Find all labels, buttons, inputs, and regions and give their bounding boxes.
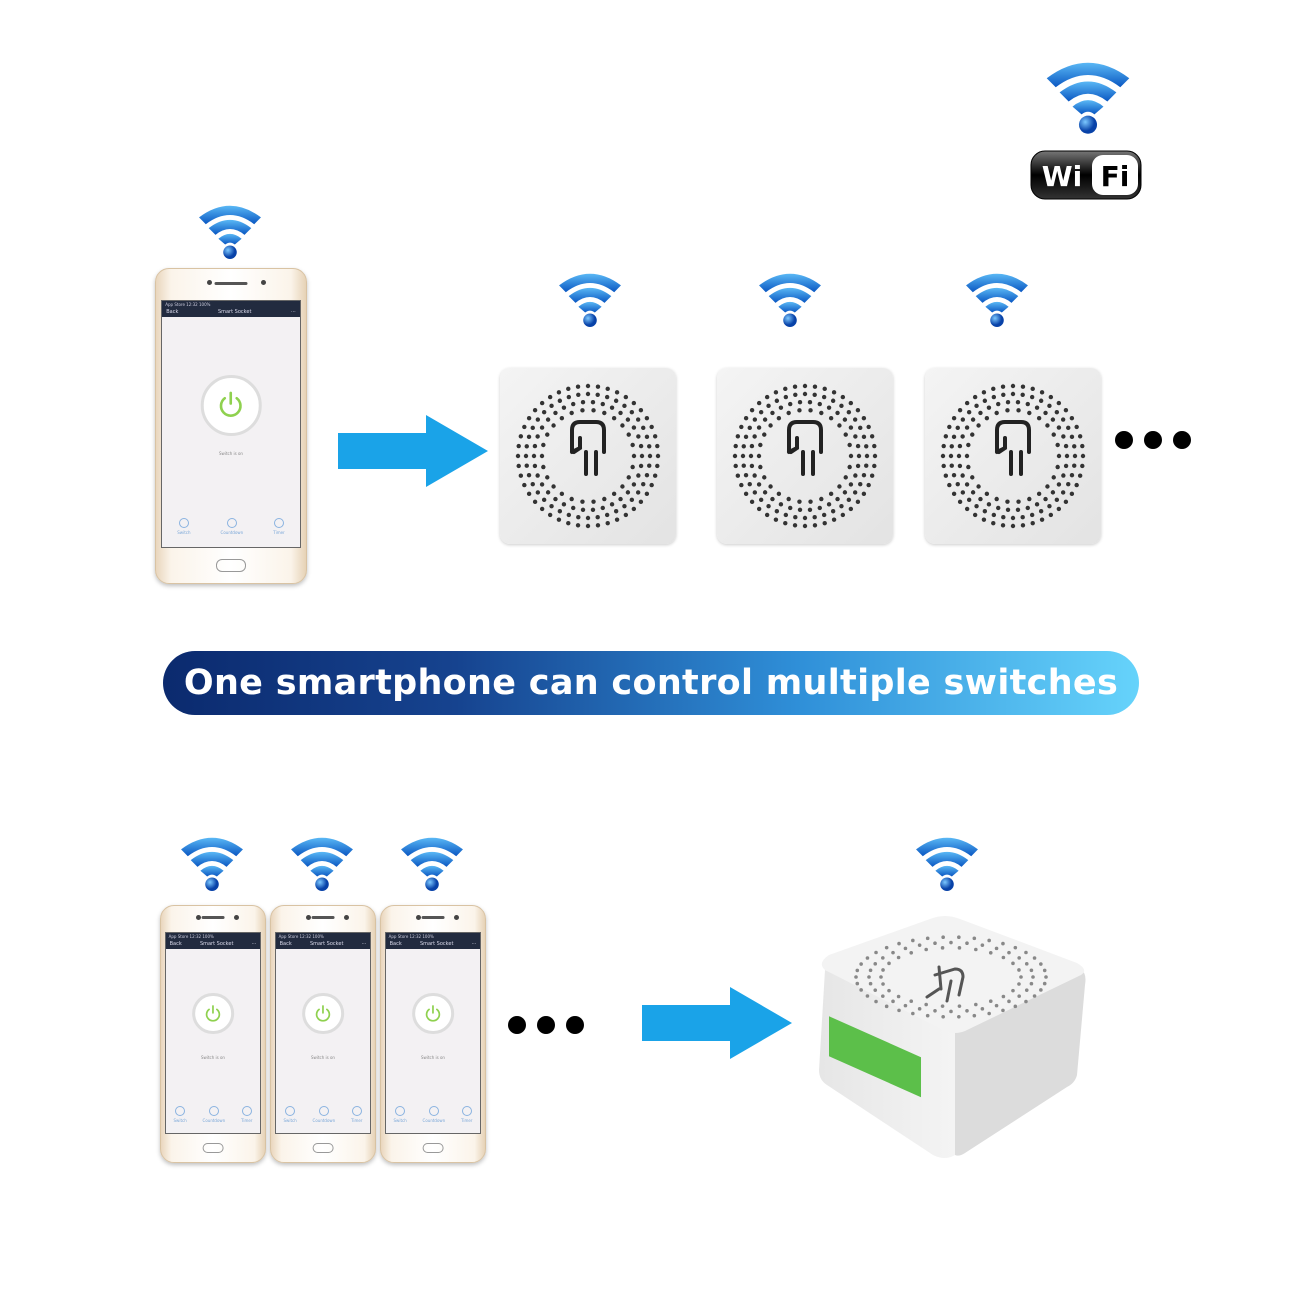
power-icon [315,1004,331,1022]
tab-countdown[interactable]: Countdown [313,1105,335,1123]
smart-switch-3d [819,916,1086,1158]
smartphone: App Store 12:32 100% Back Smart Socket ·… [160,905,266,1163]
ellipsis-icon [1115,431,1191,449]
wifi-icon [288,832,356,892]
phone-screen: App Store 12:32 100% Back Smart Socket ·… [274,931,372,1134]
power-icon [220,392,242,418]
smartphone: App Store 12:32 100% Back Smart Socket ·… [270,905,376,1163]
status-bar: App Store 12:32 100% [165,302,211,308]
phone-camera [207,280,212,286]
smart-switch-module [500,368,676,544]
app-title: Smart Socket [419,940,454,947]
wifi-icon [1042,55,1134,135]
headline-banner: One smartphone can control multiple swit… [163,651,1139,715]
home-button [202,1142,224,1154]
phone-speaker [201,916,225,920]
tab-countdown[interactable]: Countdown [203,1105,225,1123]
tab-countdown[interactable]: Countdown [221,518,243,535]
status-bar: App Store 12:32 100% [168,933,214,939]
back-button[interactable]: Back [169,940,182,947]
back-button[interactable]: Back [389,940,402,947]
tab-timer[interactable]: Timer [351,1105,362,1123]
tab-timer[interactable]: Timer [461,1105,472,1123]
phone-speaker [214,281,248,285]
switch-status: Switch is on [219,451,243,457]
phone-speaker [421,916,445,920]
power-button[interactable] [200,375,262,436]
tab-timer[interactable]: Timer [241,1105,252,1123]
app-title: Smart Socket [217,309,252,316]
wifi-icon [178,832,246,892]
smart-switch-module [925,368,1101,544]
phone-sensor [453,915,459,921]
more-button[interactable]: ··· [290,309,296,316]
status-bar: App Store 12:32 100% [388,933,434,939]
back-button[interactable]: Back [166,309,179,316]
phone-camera [196,915,202,921]
phone-sensor [343,915,349,921]
tab-switch[interactable]: Switch [174,1105,187,1123]
wifi-icon [196,200,264,260]
wifi-icon [756,268,824,328]
phone-sensor [261,280,266,286]
switch-status: Switch is on [201,1054,225,1060]
wifi-icon [556,268,624,328]
tab-switch[interactable]: Switch [394,1105,407,1123]
arrow-right-icon [338,415,488,487]
app-title: Smart Socket [199,940,234,947]
more-button[interactable]: ··· [361,940,367,947]
home-button [422,1142,444,1154]
wifi-icon [963,268,1031,328]
wifi-logo-right: Fi [1101,160,1130,193]
phone-sensor [233,915,239,921]
phone-speaker [311,916,335,920]
arrow-right-icon [642,987,792,1059]
app-header: App Store 12:32 100% Back Smart Socket ·… [162,301,300,318]
app-header: App Store 12:32 100% Back Smart Socket ·… [165,932,261,949]
wifi-logo: Wi Fi [1030,150,1142,200]
ellipsis-icon [508,1016,584,1034]
switch-status: Switch is on [311,1054,335,1060]
app-header: App Store 12:32 100% Back Smart Socket ·… [385,932,481,949]
smart-switch-module [717,368,893,544]
power-icon [425,1004,441,1022]
power-button[interactable] [302,992,344,1035]
app-title: Smart Socket [309,940,344,947]
phone-screen: App Store 12:32 100% Back Smart Socket ·… [384,931,482,1134]
home-button [312,1142,334,1154]
status-bar: App Store 12:32 100% [278,933,324,939]
power-icon [205,1004,221,1022]
smartphone: App Store 12:32 100% Back Smart Socket ·… [155,268,307,584]
phone-screen: App Store 12:32 100% Back Smart Socket ·… [161,300,301,549]
more-button[interactable]: ··· [251,940,257,947]
tab-switch[interactable]: Switch [177,518,191,535]
wifi-logo-left: Wi [1042,160,1082,193]
power-button[interactable] [192,992,234,1035]
tab-timer[interactable]: Timer [273,518,285,535]
power-button[interactable] [412,992,454,1035]
wifi-icon [913,832,981,892]
app-header: App Store 12:32 100% Back Smart Socket ·… [275,932,371,949]
tab-switch[interactable]: Switch [284,1105,297,1123]
smartphone: App Store 12:32 100% Back Smart Socket ·… [380,905,486,1163]
more-button[interactable]: ··· [471,940,477,947]
tab-countdown[interactable]: Countdown [423,1105,445,1123]
phone-camera [306,915,312,921]
switch-status: Switch is on [421,1054,445,1060]
phone-camera [416,915,422,921]
phone-screen: App Store 12:32 100% Back Smart Socket ·… [164,931,262,1134]
home-button [216,559,246,573]
wifi-icon [398,832,466,892]
back-button[interactable]: Back [279,940,292,947]
